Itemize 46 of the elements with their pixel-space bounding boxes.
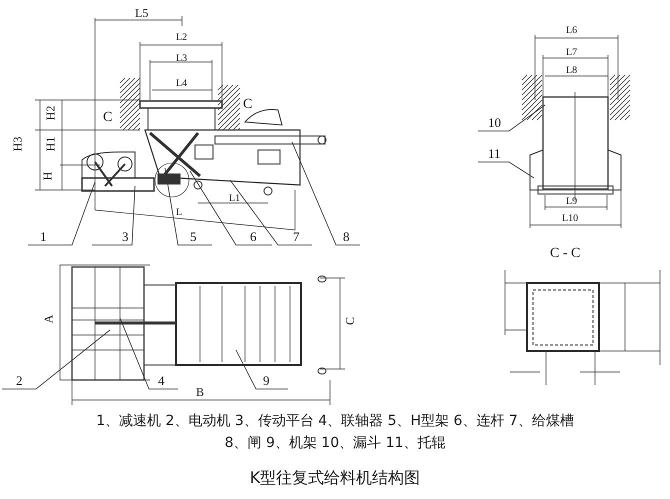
leader-line: [292, 142, 360, 246]
leader-line: [478, 162, 534, 178]
dimension-label: A: [42, 314, 54, 324]
dimension-label: H2: [44, 106, 56, 120]
section-label: C - C: [550, 247, 580, 261]
dimension-label: L7: [566, 48, 578, 58]
dimension-label: C: [103, 111, 112, 125]
dimension-label: H1: [44, 136, 56, 152]
dimension-label: L3: [176, 54, 188, 64]
callout-number: 1: [40, 230, 46, 243]
dimension-label: L1: [229, 194, 240, 204]
callout-number: 8: [343, 230, 350, 243]
callout-number: 6: [250, 230, 256, 243]
dimension-label: H: [41, 172, 54, 180]
diagram-caption: K型往复式给料机结构图: [248, 470, 422, 486]
leader-line: [28, 182, 96, 246]
callout-number: 9: [263, 374, 270, 387]
legend-text: 1、减速机 2、电动机 3、传动平台 4、联轴器 5、H型架 6、连杆 7、给煤槽: [95, 414, 575, 428]
callout-number: 3: [122, 230, 128, 243]
dimension-label: C: [243, 98, 252, 112]
leader-line: [478, 104, 546, 132]
leader-line: [120, 318, 178, 390]
dimension-label: L2: [176, 33, 188, 43]
callout-number: 4: [158, 374, 164, 387]
dimension-label: L6: [566, 26, 578, 36]
dimension-label: H3: [11, 136, 24, 152]
dimension-label: L: [176, 208, 182, 218]
callout-number: 10: [488, 116, 501, 129]
dimension-label: C: [344, 317, 356, 325]
leader-line: [190, 170, 272, 246]
callout-number: 2: [16, 374, 22, 387]
callout-number: 11: [488, 147, 501, 160]
leader-line: [230, 180, 312, 246]
leader-line: [2, 330, 110, 390]
dimension-label: B: [196, 386, 204, 398]
callout-number: 5: [190, 230, 196, 243]
legend-text: 8、闸 9、机架 10、漏斗 11、托辊: [224, 436, 446, 450]
dimension-label: L4: [176, 79, 188, 89]
leader-line: [92, 186, 136, 246]
leader-line: [236, 350, 288, 390]
dimension-label: L9: [566, 197, 578, 207]
leader-line: [164, 168, 212, 246]
dimension-label: L8: [566, 66, 578, 76]
callout-number: 7: [293, 230, 300, 243]
dimension-label: L5: [135, 7, 148, 19]
dimension-label: L10: [562, 214, 578, 224]
